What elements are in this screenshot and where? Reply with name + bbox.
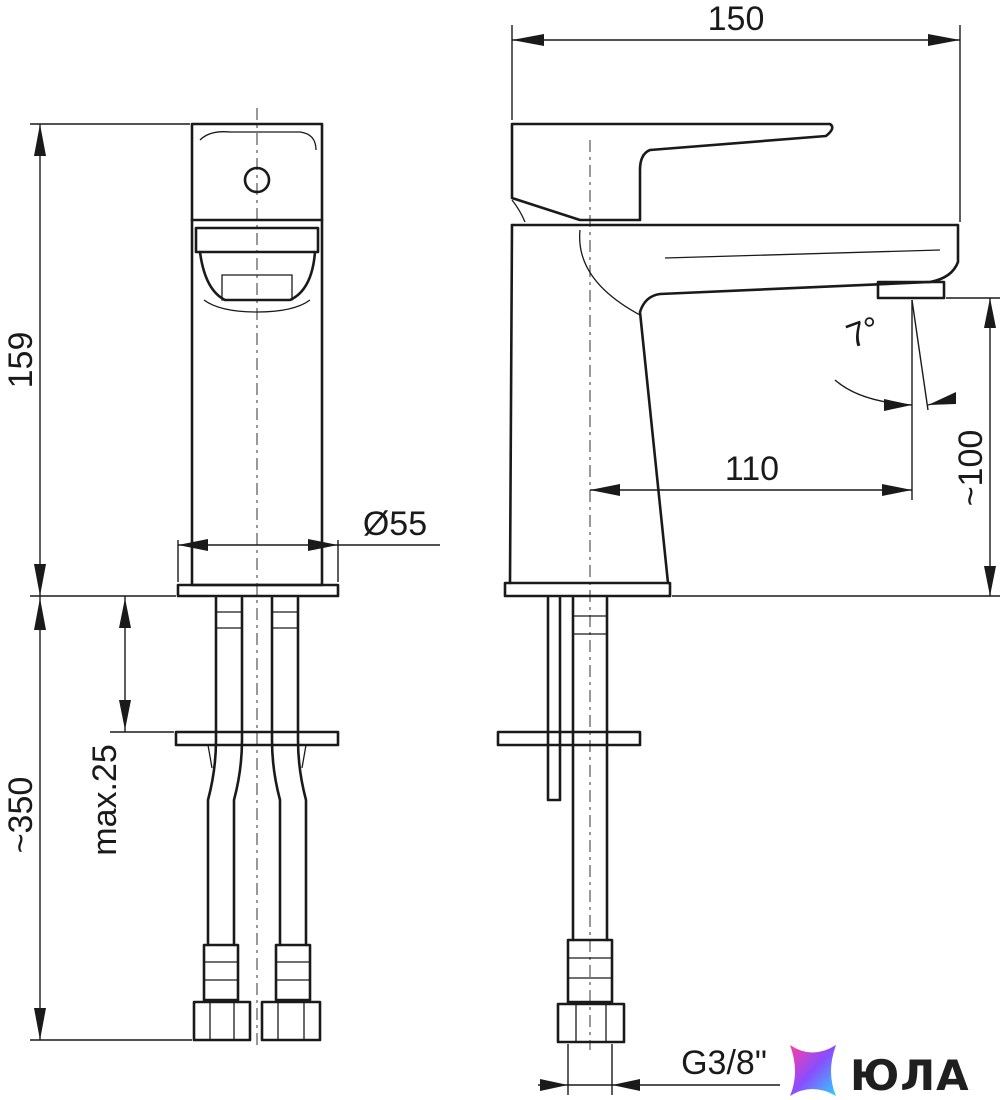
angle-label: 7°: [841, 309, 885, 356]
side-base: [503, 581, 672, 598]
hose-length-label: ~350: [2, 777, 40, 854]
front-nut-facets: [209, 1002, 305, 1040]
dimension-lines: [30, 25, 1000, 1095]
indicator-dot-icon: [243, 166, 271, 194]
brand-logo: ЮЛА: [790, 1045, 970, 1100]
side-lever-edge: [511, 199, 526, 223]
side-body-curve: [579, 229, 641, 316]
overall-width-label: 150: [708, 0, 765, 38]
front-mounting-studs: [207, 744, 307, 769]
side-nut-facets: [575, 1004, 607, 1042]
front-hose-collars: [216, 611, 298, 629]
side-mounting-plate: [496, 730, 642, 747]
front-handle-bevel: [199, 131, 317, 151]
side-body-back: [508, 223, 514, 585]
side-ferrule: [566, 938, 614, 1004]
front-spout-shadow: [203, 299, 311, 313]
front-neck: [194, 226, 320, 254]
front-hose-left: [206, 596, 244, 947]
front-ferrule-rings: [204, 961, 310, 981]
front-aerator: [221, 274, 293, 301]
side-nut: [556, 1002, 626, 1044]
front-ferrules: [202, 943, 312, 1002]
front-nuts: [192, 1000, 322, 1042]
front-hose-right: [270, 596, 308, 947]
front-view: [174, 108, 340, 1045]
spout-height-label: ~100: [952, 430, 990, 507]
front-mounting-plate: [174, 730, 340, 747]
side-view: [496, 122, 960, 1050]
brand-name: ЮЛА: [850, 1051, 970, 1100]
side-stud: [546, 596, 562, 802]
side-ferrule-rings: [568, 957, 612, 979]
side-hose: [571, 596, 609, 942]
front-base: [176, 583, 340, 598]
star-logo-icon: [790, 1045, 836, 1096]
body-height-label: 159: [2, 332, 40, 389]
side-hose-collar: [573, 615, 607, 635]
spout-reach-label: 110: [725, 450, 779, 488]
side-aerator: [876, 280, 946, 300]
max-countertop-label: max.25: [86, 744, 124, 856]
connection-thread-label: G3/8": [681, 1044, 767, 1082]
side-lever: [510, 122, 834, 222]
side-spout-edge: [664, 249, 941, 259]
body-diameter-label: Ø55: [363, 505, 427, 543]
